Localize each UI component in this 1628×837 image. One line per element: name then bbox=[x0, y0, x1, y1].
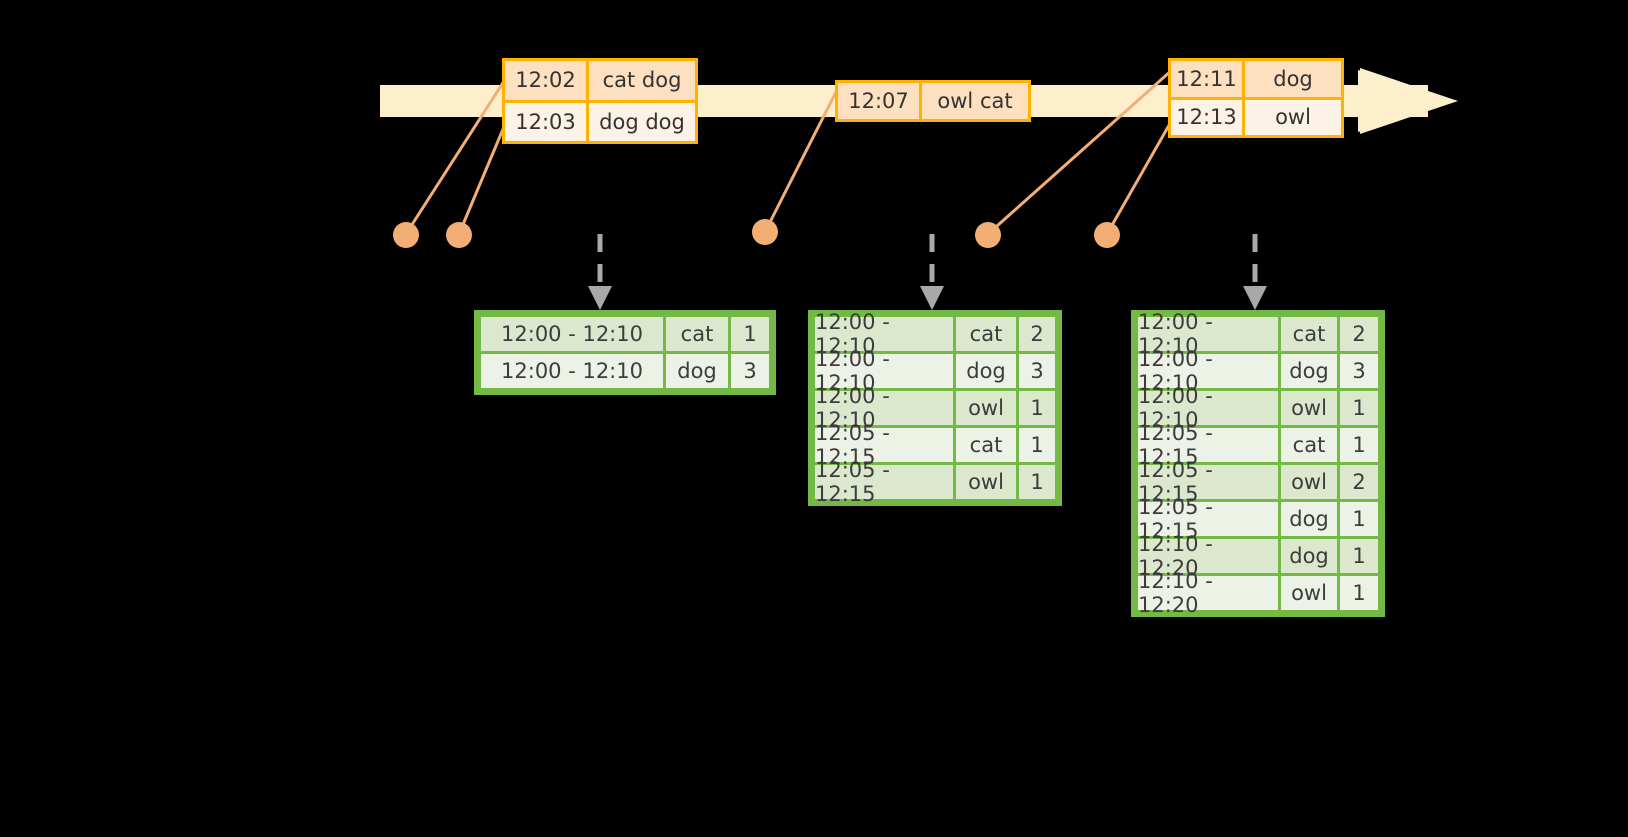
event-time: 12:03 bbox=[505, 102, 589, 141]
event-row[interactable]: 12:13 owl bbox=[1171, 96, 1341, 135]
event-dot bbox=[752, 219, 778, 245]
event-words: owl bbox=[1245, 99, 1341, 135]
count-cell: 1 bbox=[1340, 428, 1378, 462]
key-cell: dog bbox=[1281, 354, 1337, 388]
count-cell: 3 bbox=[1019, 354, 1055, 388]
table-row[interactable]: 12:00 - 12:10 cat 2 bbox=[1138, 310, 1378, 358]
event-dot bbox=[393, 222, 419, 248]
window-cell: 12:00 - 12:10 bbox=[1138, 347, 1278, 395]
count-cell: 3 bbox=[1340, 354, 1378, 388]
event-row[interactable]: 12:11 dog bbox=[1171, 61, 1341, 97]
count-cell: 1 bbox=[1019, 391, 1055, 425]
key-cell: dog bbox=[666, 354, 728, 388]
table-row[interactable]: 12:00 - 12:10 owl 1 bbox=[1138, 384, 1378, 432]
key-cell: cat bbox=[1281, 317, 1337, 351]
event-dots bbox=[393, 219, 1120, 248]
table-row[interactable]: 12:00 - 12:10 cat 2 bbox=[815, 310, 1055, 358]
event-words: owl cat bbox=[922, 83, 1028, 119]
window-counts-table-1[interactable]: 12:00 - 12:10 cat 1 12:00 - 12:10 dog 3 bbox=[474, 310, 776, 395]
key-cell: owl bbox=[1281, 391, 1337, 425]
event-time: 12:11 bbox=[1171, 61, 1245, 97]
table-row[interactable]: 12:00 - 12:10 owl 1 bbox=[815, 384, 1055, 432]
window-cell: 12:00 - 12:10 bbox=[1138, 310, 1278, 358]
window-cell: 12:05 - 12:15 bbox=[815, 421, 953, 469]
count-cell: 2 bbox=[1340, 465, 1378, 499]
table-row[interactable]: 12:05 - 12:15 owl 1 bbox=[815, 458, 1055, 506]
count-cell: 2 bbox=[1019, 317, 1055, 351]
event-row[interactable]: 12:02 cat dog bbox=[505, 61, 695, 100]
window-cell: 12:10 - 12:20 bbox=[1138, 569, 1278, 617]
key-cell: cat bbox=[956, 428, 1016, 462]
table-row[interactable]: 12:05 - 12:15 dog 1 bbox=[1138, 495, 1378, 543]
table-row[interactable]: 12:00 - 12:10 dog 3 bbox=[815, 347, 1055, 395]
key-cell: owl bbox=[1281, 465, 1337, 499]
event-row[interactable]: 12:03 dog dog bbox=[505, 99, 695, 141]
key-cell: cat bbox=[666, 317, 728, 351]
table-row[interactable]: 12:05 - 12:15 cat 1 bbox=[1138, 421, 1378, 469]
window-counts-table-2[interactable]: 12:00 - 12:10 cat 2 12:00 - 12:10 dog 3 … bbox=[808, 310, 1062, 506]
window-cell: 12:00 - 12:10 bbox=[481, 317, 663, 351]
event-dot bbox=[1094, 222, 1120, 248]
emit-arrow-heads bbox=[588, 286, 1267, 310]
key-cell: owl bbox=[956, 391, 1016, 425]
count-cell: 3 bbox=[731, 354, 769, 388]
count-cell: 1 bbox=[731, 317, 769, 351]
event-group-2[interactable]: 12:07 owl cat bbox=[835, 80, 1031, 122]
count-cell: 1 bbox=[1019, 428, 1055, 462]
event-time: 12:07 bbox=[838, 83, 922, 119]
count-cell: 1 bbox=[1019, 465, 1055, 499]
key-cell: dog bbox=[1281, 502, 1337, 536]
count-cell: 1 bbox=[1340, 502, 1378, 536]
event-row[interactable]: 12:07 owl cat bbox=[838, 83, 1028, 119]
event-words: cat dog bbox=[589, 61, 695, 100]
emit-arrows bbox=[597, 234, 1258, 288]
event-words: dog dog bbox=[589, 102, 695, 141]
count-cell: 2 bbox=[1340, 317, 1378, 351]
window-cell: 12:00 - 12:10 bbox=[815, 347, 953, 395]
count-cell: 1 bbox=[1340, 391, 1378, 425]
table-row[interactable]: 12:10 - 12:20 owl 1 bbox=[1138, 569, 1378, 617]
event-group-3[interactable]: 12:11 dog 12:13 owl bbox=[1168, 58, 1344, 138]
table-row[interactable]: 12:00 - 12:10 dog 3 bbox=[481, 354, 769, 388]
table-row[interactable]: 12:00 - 12:10 dog 3 bbox=[1138, 347, 1378, 395]
count-cell: 1 bbox=[1340, 539, 1378, 573]
window-counts-table-3[interactable]: 12:00 - 12:10 cat 2 12:00 - 12:10 dog 3 … bbox=[1131, 310, 1385, 617]
window-cell: 12:05 - 12:15 bbox=[1138, 495, 1278, 543]
key-cell: owl bbox=[1281, 576, 1337, 610]
count-cell: 1 bbox=[1340, 576, 1378, 610]
table-row[interactable]: 12:00 - 12:10 cat 1 bbox=[481, 317, 769, 351]
key-cell: cat bbox=[956, 317, 1016, 351]
window-cell: 12:00 - 12:10 bbox=[1138, 384, 1278, 432]
window-cell: 12:00 - 12:10 bbox=[815, 310, 953, 358]
event-dot bbox=[975, 222, 1001, 248]
window-cell: 12:10 - 12:20 bbox=[1138, 532, 1278, 580]
window-cell: 12:05 - 12:15 bbox=[1138, 421, 1278, 469]
table-row[interactable]: 12:10 - 12:20 dog 1 bbox=[1138, 532, 1378, 580]
window-cell: 12:00 - 12:10 bbox=[481, 354, 663, 388]
event-group-1[interactable]: 12:02 cat dog 12:03 dog dog bbox=[502, 58, 698, 144]
key-cell: dog bbox=[956, 354, 1016, 388]
key-cell: owl bbox=[956, 465, 1016, 499]
event-time: 12:02 bbox=[505, 61, 589, 100]
key-cell: cat bbox=[1281, 428, 1337, 462]
event-time: 12:13 bbox=[1171, 99, 1245, 135]
table-row[interactable]: 12:05 - 12:15 cat 1 bbox=[815, 421, 1055, 469]
event-words: dog bbox=[1245, 61, 1341, 97]
table-row[interactable]: 12:05 - 12:15 owl 2 bbox=[1138, 458, 1378, 506]
window-cell: 12:05 - 12:15 bbox=[1138, 458, 1278, 506]
event-dot bbox=[446, 222, 472, 248]
window-cell: 12:05 - 12:15 bbox=[815, 458, 953, 506]
window-cell: 12:00 - 12:10 bbox=[815, 384, 953, 432]
key-cell: dog bbox=[1281, 539, 1337, 573]
